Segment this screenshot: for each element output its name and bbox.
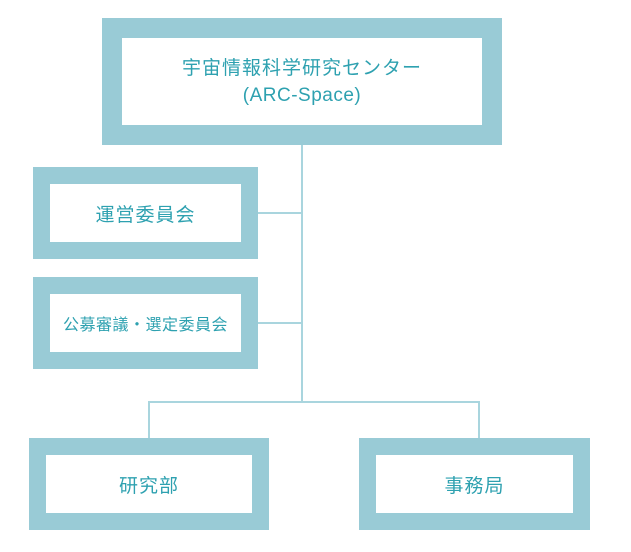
node-selection-committee: 公募審議・選定委員会 bbox=[33, 277, 258, 369]
node-administrative-office-label: 事務局 bbox=[444, 475, 505, 497]
connector-distribution-line bbox=[148, 401, 480, 403]
connector-office-drop-line bbox=[478, 401, 480, 438]
node-selection-committee-label: 公募審議・選定委員会 bbox=[62, 317, 228, 334]
connector-steering-stub-line bbox=[258, 212, 302, 214]
connector-selection-stub-line bbox=[258, 322, 302, 324]
node-steering-committee: 運営委員会 bbox=[33, 167, 258, 259]
node-arc-space-center: 宇宙情報科学研究センター (ARC-Space) bbox=[102, 18, 502, 145]
node-administrative-office: 事務局 bbox=[359, 438, 590, 530]
connector-research-drop-line bbox=[148, 401, 150, 438]
node-research-department-label: 研究部 bbox=[118, 475, 179, 497]
node-steering-committee-label: 運営委員会 bbox=[95, 204, 196, 226]
node-arc-space-center-label: 宇宙情報科学研究センター bbox=[181, 57, 422, 79]
connector-root-vertical-line bbox=[301, 145, 303, 402]
node-arc-space-center-sublabel: (ARC-Space) bbox=[242, 84, 362, 106]
node-research-department: 研究部 bbox=[29, 438, 269, 530]
